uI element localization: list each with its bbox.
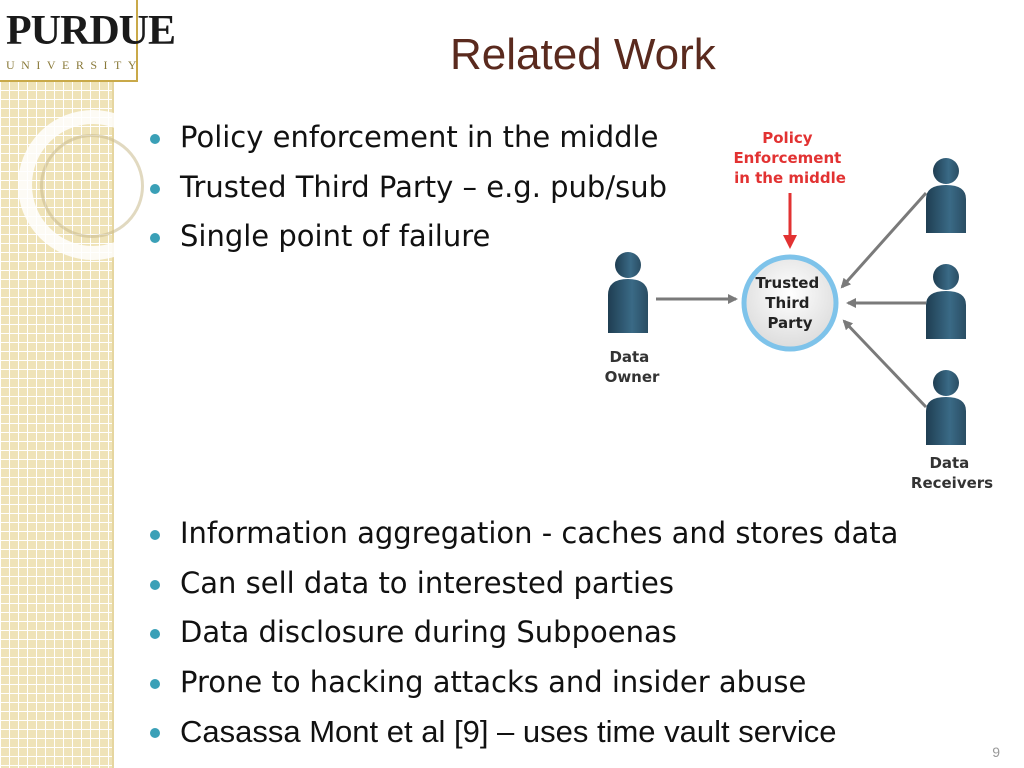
bullet-item: Policy enforcement in the middle (150, 113, 667, 163)
bullet-item: Data disclosure during Subpoenas (150, 608, 898, 658)
center-label: Trusted Third Party (756, 274, 825, 332)
receiver-arrow-top (840, 192, 928, 289)
slide-title: Related Work (450, 30, 716, 79)
bullet-item: Information aggregation - caches and sto… (150, 509, 898, 559)
data-owner-person-icon (608, 252, 648, 333)
receivers-label-line: Receivers (911, 474, 993, 492)
bullet-item: Prone to hacking attacks and insider abu… (150, 658, 898, 708)
policy-label-line: Enforcement (733, 149, 841, 167)
owner-label: Data Owner (605, 348, 660, 386)
receiver-arrow-bottom (842, 319, 928, 409)
purdue-logo: PURDUE UNIVERSITY (0, 0, 176, 82)
owner-label-line: Data (609, 348, 649, 366)
policy-label-line: Policy (762, 129, 812, 147)
decorative-ring-inner (40, 134, 144, 238)
bullet-item: Can sell data to interested parties (150, 559, 898, 609)
logo-subtitle: UNIVERSITY (6, 58, 143, 72)
trusted-third-party-diagram: Policy Enforcement in the middle Trusted… (605, 129, 994, 492)
data-receiver-person-icon (926, 264, 966, 339)
data-receiver-person-icon (926, 158, 966, 233)
bullet-item: Casassa Mont et al [9] – uses time vault… (150, 707, 898, 757)
page-number: 9 (992, 744, 1000, 760)
bullet-list-top: Policy enforcement in the middle Trusted… (150, 113, 667, 262)
bullet-list-bottom: Information aggregation - caches and sto… (150, 509, 898, 757)
center-label-line: Trusted (756, 274, 820, 292)
policy-label: Policy Enforcement in the middle (733, 129, 846, 187)
bullet-item: Single point of failure (150, 212, 667, 262)
owner-label-line: Owner (605, 368, 660, 386)
bullet-item: Trusted Third Party – e.g. pub/sub (150, 163, 667, 213)
center-label-line: Party (767, 314, 812, 332)
strip-edge (112, 0, 114, 768)
trusted-third-party-circle (741, 254, 839, 352)
data-receiver-person-icon (926, 370, 966, 445)
center-label-line: Third (765, 294, 809, 312)
logo-wordmark: PURDUE (6, 8, 176, 54)
receivers-label-line: Data (929, 454, 969, 472)
receivers-label: Data Receivers (911, 454, 993, 492)
policy-label-line: in the middle (734, 169, 846, 187)
